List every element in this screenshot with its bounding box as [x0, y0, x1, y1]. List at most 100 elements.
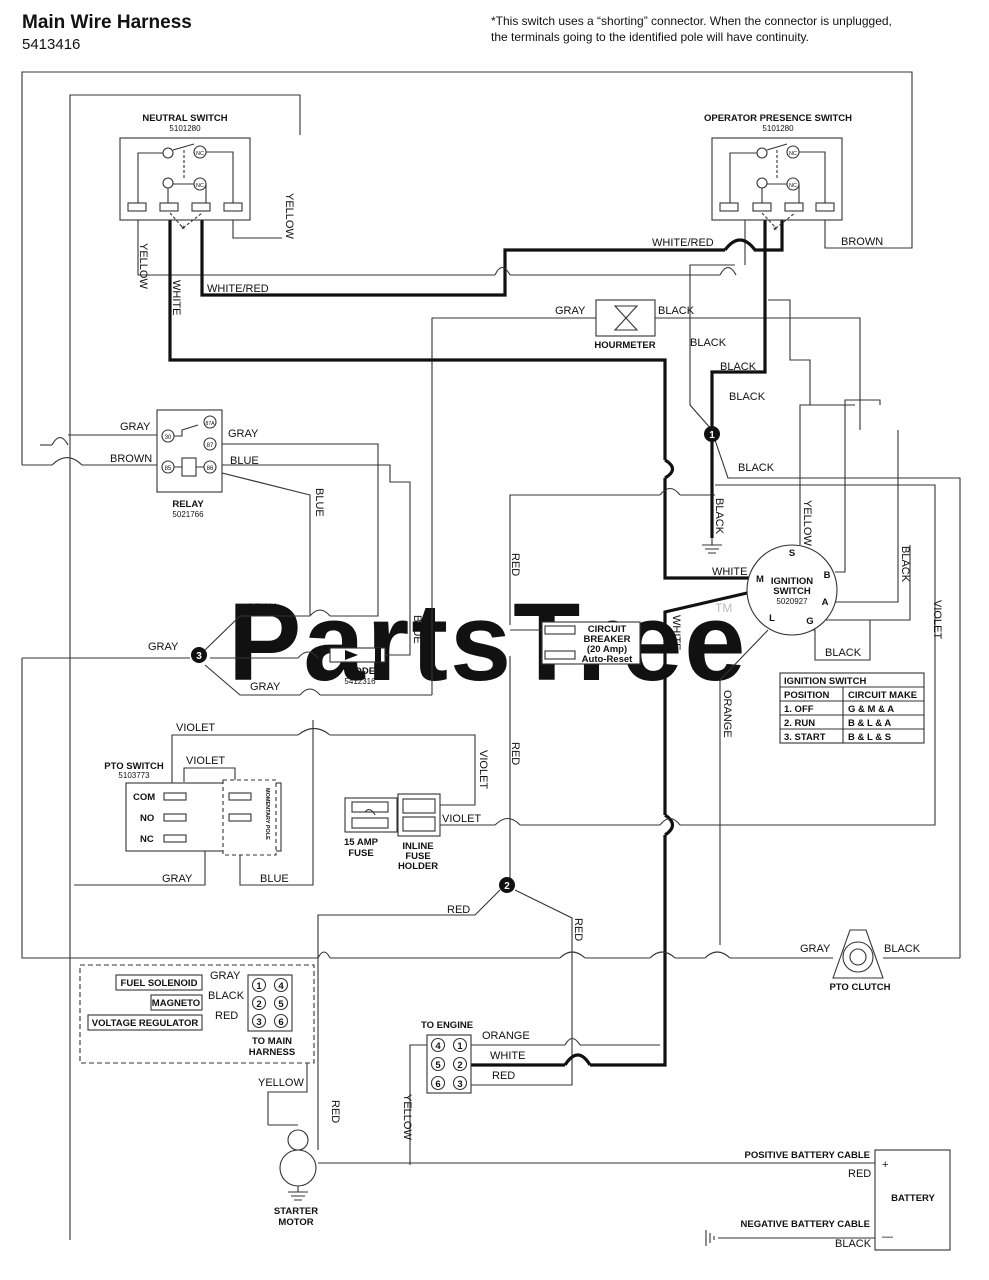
wire-label-white-red-neutral: WHITE/RED [207, 283, 269, 295]
pto-clutch: PTO CLUTCH [829, 929, 891, 993]
ignition-table: IGNITION SWITCH POSITION CIRCUIT MAKE 1.… [779, 672, 925, 744]
note-line-2: the terminals going to the identified po… [491, 30, 809, 44]
main-pin-1: 1 [256, 981, 262, 992]
wire-label-yellow-neutral-left: YELLOW [137, 243, 149, 289]
main-pin-6: 6 [278, 1017, 283, 1028]
wire-label-blue-diode: BLUE [411, 615, 423, 644]
hourmeter: HOURMETER [594, 299, 656, 351]
ignition-terminal-m: M [756, 574, 764, 585]
diode: DIODE 5412316 [329, 647, 386, 686]
ignition-table-header-position: POSITION [784, 690, 830, 701]
ignition-table-row-off-make: G & M & A [848, 704, 894, 715]
wire-label-white-ignition: WHITE [712, 566, 747, 578]
pto-no: NO [140, 813, 154, 824]
wire-label-black-ground: BLACK [713, 498, 725, 535]
battery: + — BATTERY POSITIVE BATTERY CABLE NEGAT… [705, 1149, 951, 1251]
thick-wires [168, 208, 784, 1067]
wire-label-black-battery: BLACK [835, 1238, 872, 1250]
wire-label-gray-relay-87: GRAY [228, 428, 259, 440]
wire-label-brown-relay: BROWN [110, 453, 152, 465]
fuse-15amp: 15 AMP FUSE [344, 797, 398, 859]
neutral-contact-2 [162, 177, 174, 189]
relay-pin-86: 86 [207, 466, 214, 472]
main-harness-connector: FUEL SOLENOID MAGNETO VOLTAGE REGULATOR … [79, 964, 315, 1064]
relay-pin-30: 30 [165, 435, 172, 441]
engine-connector: TO ENGINE 4 1 5 2 6 3 [421, 1020, 473, 1094]
inline-fuse-holder: INLINE FUSE HOLDER [397, 793, 441, 872]
ignition-line-1: IGNITION [771, 576, 813, 587]
operator-star: * [773, 225, 778, 237]
wire-label-black-hourmeter: BLACK [658, 305, 695, 317]
pto-switch-part: 5103773 [118, 771, 150, 780]
wire-label-gray-hourmeter: GRAY [555, 305, 586, 317]
starter-motor: STARTER MOTOR [268, 1124, 318, 1228]
ground-symbol [702, 538, 722, 554]
wire-label-white-red-operator: WHITE/RED [652, 237, 714, 249]
battery-minus: — [882, 1231, 893, 1243]
wire-label-blue-vertical: BLUE [313, 488, 325, 517]
node-3: 3 [196, 651, 202, 662]
note-line-1: *This switch uses a “shorting” connector… [491, 14, 892, 28]
pto-momentary-pole: MOMENTARY POLE [264, 788, 270, 840]
main-pin-3: 3 [256, 1017, 261, 1028]
engine-pin-1: 1 [457, 1041, 463, 1052]
hourmeter-label: HOURMETER [594, 340, 655, 351]
wire-label-black-clutch: BLACK [884, 943, 921, 955]
watermark: PartsTree [228, 581, 747, 704]
inline-fuse-line-2: FUSE [405, 851, 430, 862]
wire-label-black-2: BLACK [720, 361, 757, 373]
ignition-line-2: SWITCH [773, 586, 811, 597]
wire-label-gray-node3-bottom: GRAY [250, 681, 281, 693]
wire-label-gray-pto: GRAY [162, 873, 193, 885]
wire-label-white-neutral: WHITE [170, 280, 182, 315]
engine-pin-6: 6 [435, 1079, 440, 1090]
diode-label: DIODE [345, 666, 375, 677]
wire-label-gray-relay-30: GRAY [120, 421, 151, 433]
engine-pin-3: 3 [457, 1079, 462, 1090]
to-main-line-2: HARNESS [249, 1047, 295, 1058]
wire-label-violet-vertical: VIOLET [477, 750, 489, 789]
wire-label-red-vertical: RED [509, 742, 521, 765]
breaker-line-1: CIRCUIT [588, 624, 627, 635]
junction-nodes: 1 2 3 [191, 426, 720, 893]
wire-label-gray-fuel: GRAY [210, 970, 241, 982]
wire-label-white-vertical: WHITE [670, 615, 682, 650]
relay-pin-87: 87 [207, 443, 214, 449]
wire-label-red-breaker: RED [509, 553, 521, 576]
diode-part: 5412316 [344, 677, 376, 686]
neutral-contact-1 [162, 147, 174, 159]
wire-label-gray-node3-top: GRAY [246, 602, 277, 614]
ignition-table-row-run-pos: 2. RUN [784, 718, 815, 729]
wire-crossings [51, 266, 737, 1046]
breaker-line-4: Auto-Reset [582, 654, 634, 665]
battery-label: BATTERY [891, 1193, 935, 1204]
circuit-breaker: CIRCUIT BREAKER (20 Amp) Auto-Reset [541, 621, 641, 665]
wire-label-white-engine: WHITE [490, 1050, 525, 1062]
ignition-table-header-circuit: CIRCUIT MAKE [848, 690, 917, 701]
wire-label-orange-vertical: ORANGE [721, 690, 733, 738]
node-2: 2 [504, 881, 510, 892]
wire-label-blue-pto: BLUE [260, 873, 289, 885]
pto-clutch-label: PTO CLUTCH [829, 982, 890, 993]
main-pin-5: 5 [278, 999, 284, 1010]
wire-label-black-4: BLACK [738, 462, 775, 474]
ignition-switch: IGNITION SWITCH 5020927 S M B A L G [746, 544, 838, 636]
wire-label-red-engine: RED [492, 1070, 515, 1082]
ignition-table-row-start-pos: 3. START [784, 732, 826, 743]
wire-label-violet-right: VIOLET [931, 600, 943, 639]
node-1: 1 [709, 430, 715, 441]
wire-label-red-starter: RED [329, 1100, 341, 1123]
operator-switch-part: 5101280 [762, 124, 794, 133]
relay-pin-87a: 87A [206, 421, 216, 427]
pto-nc: NC [140, 834, 154, 845]
page-title: Main Wire Harness [22, 12, 192, 33]
wire-labels: YELLOW YELLOW WHITE WHITE/RED WHITE/RED … [110, 193, 943, 1250]
wire-label-black-3: BLACK [729, 391, 766, 403]
wire-label-yellow-starter: YELLOW [258, 1077, 304, 1089]
ignition-table-title: IGNITION SWITCH [784, 676, 866, 687]
relay: 30 87A 87 85 86 RELAY 5021766 [156, 409, 223, 519]
wire-label-blue-relay-86: BLUE [230, 455, 259, 467]
wire-label-gray-node3-mid: GRAY [246, 641, 277, 653]
wire-label-yellow-ignition: YELLOW [801, 500, 813, 546]
breaker-line-3: (20 Amp) [587, 644, 627, 655]
